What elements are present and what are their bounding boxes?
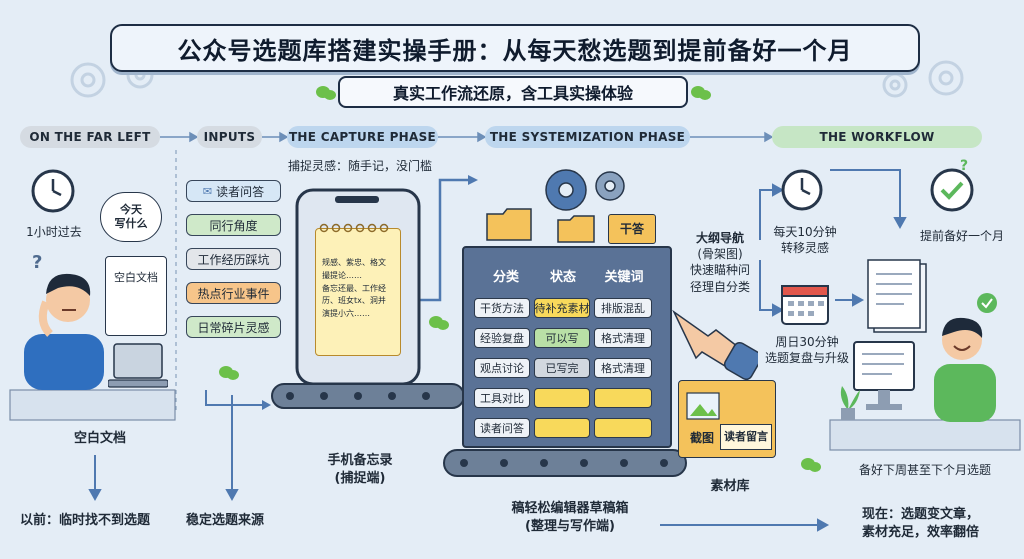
- inputs-bottom-caption: 稳定选题来源: [186, 513, 265, 528]
- material-caption: 素材库: [710, 479, 750, 494]
- thought-bubble: 今天 写什么: [100, 192, 162, 242]
- cabinet-column-keywords: 关键词: [604, 270, 644, 285]
- notepad-spiral: [319, 223, 389, 233]
- input-tags-list: ✉ 读者问答 同行角度 工作经历踩坑 热点行业事件 日常碎片灵感: [186, 180, 281, 338]
- cabinet-cell: 观点讨论: [474, 358, 530, 378]
- wechat-icon: [316, 86, 336, 100]
- blank-document-screen: 空白文档: [105, 256, 167, 336]
- chat-icon: ✉: [202, 184, 213, 198]
- conveyor-belt: [443, 449, 687, 477]
- gears-icon: [545, 169, 625, 211]
- cabinet-cell: 经验复盘: [474, 328, 530, 348]
- clock-icon: [31, 169, 75, 213]
- system-caption-2: (整理与写作端): [525, 519, 615, 534]
- memo-line: 演提小六……: [322, 309, 370, 319]
- workflow-result-caption: 提前备好一个月: [919, 229, 1004, 243]
- checkmark-icon: [930, 168, 974, 212]
- phase-systemization: THE SYSTEMIZATION PHASE: [485, 126, 690, 148]
- input-tag-reader-qa: ✉ 读者问答: [186, 180, 281, 202]
- phase-capture: THE CAPTURE PHASE: [287, 126, 438, 148]
- question-mark-icon: ?: [960, 158, 969, 174]
- input-tag-hot-events: 热点行业事件: [186, 282, 281, 304]
- monitor-icon: [853, 341, 915, 410]
- wechat-icon: [219, 366, 239, 380]
- plant-icon: [840, 386, 860, 420]
- cabinet-cell: 待补充素材: [534, 298, 590, 318]
- capture-caption-1: 手机备忘录: [327, 453, 393, 468]
- wechat-icon: [691, 86, 711, 100]
- cabinet-cell: 格式清理: [594, 328, 652, 348]
- wechat-icon: [429, 316, 449, 330]
- calendar-icon: [781, 285, 829, 325]
- system-caption-1: 稿轻松编辑器草稿箱: [511, 501, 629, 516]
- gear-icon: [70, 60, 964, 98]
- workflow-step1-line1: 每天10分钟: [773, 225, 837, 239]
- cabinet-cell: 读者问答: [474, 418, 530, 438]
- memo-line: 备忘还最、工作经: [322, 283, 386, 293]
- cabinet-drawer: [594, 418, 652, 438]
- phase-inputs: INPUTS: [197, 126, 262, 148]
- folder-icon: [486, 208, 532, 241]
- folder-icon: [557, 215, 595, 243]
- workflow-bottom-caption-1: 现在：选题变文章，: [862, 507, 980, 522]
- input-tag-work-pitfalls: 工作经历踩坑: [186, 248, 281, 270]
- check-badge-icon: [977, 293, 997, 313]
- cabinet-drawer: [594, 388, 652, 408]
- pointing-hand-icon: [672, 309, 758, 380]
- memo-line: 撮提论……: [322, 270, 362, 280]
- page-title: 公众号选题库搭建实操手册：从每天愁选题到提前备好一个月: [110, 24, 920, 72]
- workflow-step2-line1: 周日30分钟: [775, 335, 839, 349]
- clock-icon: [781, 169, 823, 211]
- cabinet-drawer: [534, 388, 590, 408]
- workflow-bottom-caption-2: 素材充足，效率翻倍: [862, 525, 980, 540]
- cabinet-cell: 工具对比: [474, 388, 530, 408]
- cabinet-cell: 排版混乱: [594, 298, 652, 318]
- cabinet-cell: 干货方法: [474, 298, 530, 318]
- cabinet-drawer: [534, 418, 590, 438]
- memo-notepad: 规感、紫忠、格文 撮提论…… 备忘还最、工作经 历、班女tx、洞并 演提小六……: [315, 228, 401, 356]
- capture-caption-2: (捕捉端): [334, 471, 386, 486]
- laptop-icon: [108, 343, 168, 388]
- wechat-icon: [801, 458, 821, 472]
- clock-caption: 1小时过去: [26, 225, 82, 239]
- cabinet-cell: 格式清理: [594, 358, 652, 378]
- material-label-screenshot: 截图: [690, 431, 715, 445]
- left-caption: 空白文档: [73, 431, 126, 446]
- folder-label: 干答: [619, 221, 644, 236]
- page-subtitle: 真实工作流还原，含工具实操体验: [338, 76, 688, 108]
- capture-header-caption: 捕捉灵感：随手记，没门槛: [288, 159, 433, 173]
- memo-line: 历、班女tx、洞并: [322, 296, 386, 306]
- cabinet-column-status: 状态: [549, 270, 576, 285]
- outline-nav-note: 大纲导航 (骨架图) 快速瞄种问 径理自分类: [689, 231, 750, 294]
- conveyor-belt: [271, 383, 465, 409]
- image-icon: [686, 392, 720, 420]
- person-happy-illustration: [934, 317, 996, 422]
- material-note: 读者留言: [720, 424, 772, 450]
- folder-labeled: 干答: [608, 214, 656, 244]
- input-tag-daily-fragments: 日常碎片灵感: [186, 316, 281, 338]
- thought-bubble-text: 今天 写什么: [114, 202, 148, 230]
- workflow-step2-line2: 选题复盘与升级: [764, 351, 849, 365]
- left-bottom-caption: 以前：临时找不到选题: [20, 513, 151, 528]
- document-stack-icon: [867, 259, 927, 333]
- workflow-desk-caption: 备好下周甚至下个月选题: [858, 463, 991, 477]
- blank-document-label: 空白文档: [114, 271, 158, 284]
- workflow-step1-line2: 转移灵感: [780, 241, 829, 255]
- question-mark-icon: ?: [32, 252, 43, 273]
- input-tag-peer-angle: 同行角度: [186, 214, 281, 236]
- cabinet-cell: 已写完: [534, 358, 590, 378]
- cabinet-column-category: 分类: [492, 270, 519, 285]
- memo-line: 规感、紫忠、格文: [322, 258, 386, 267]
- cabinet-cell: 可以写: [534, 328, 590, 348]
- person-stressed-illustration: [24, 273, 104, 390]
- phase-workflow: THE WORKFLOW: [772, 126, 982, 148]
- phase-far-left: ON THE FAR LEFT: [20, 126, 160, 148]
